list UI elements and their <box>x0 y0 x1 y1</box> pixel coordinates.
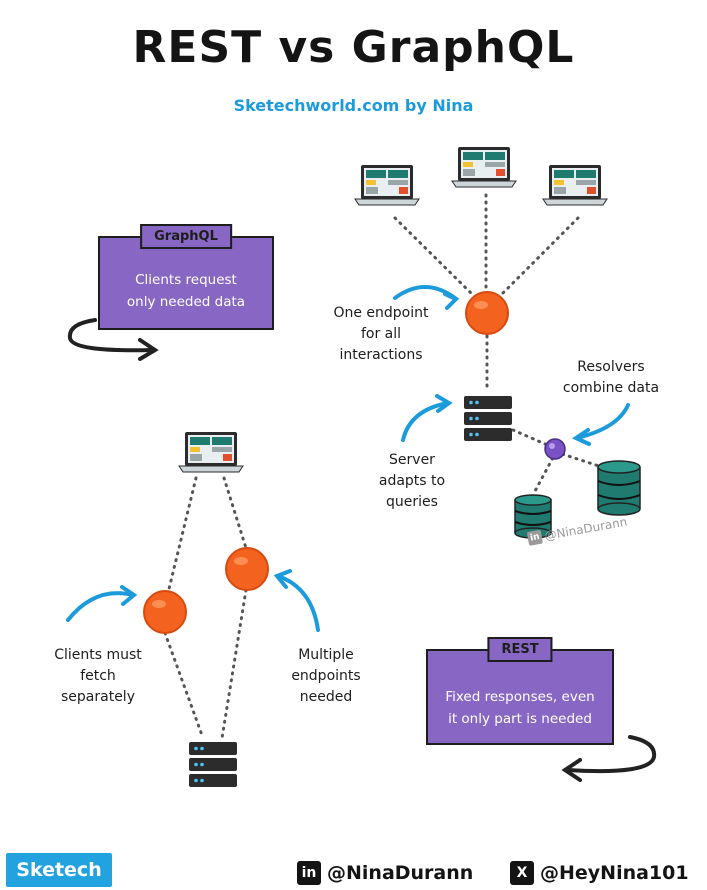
graphql-curl-arrow <box>67 318 154 353</box>
arrow-head-5 <box>273 569 292 589</box>
rest-client-laptop <box>178 431 244 473</box>
graphql-curl-arrow-head <box>138 338 159 361</box>
rest-connections <box>163 476 248 740</box>
graphql-card-text: Clients request only needed data <box>126 272 246 310</box>
rest-curl-arrow <box>566 735 657 774</box>
x-link[interactable]: X @HeyNina101 <box>510 860 689 886</box>
sketch-arrows <box>67 318 657 782</box>
database-icon-large <box>597 460 641 516</box>
graphql-client-laptop-right <box>542 164 608 206</box>
note-multiple-endpoints: Multiple endpoints needed <box>291 647 361 705</box>
graphql-client-laptop-left <box>354 164 420 206</box>
arrow-to-rest-endpoint-2 <box>276 574 320 632</box>
rest-endpoint-node-1 <box>143 590 187 634</box>
rest-card: REST Fixed responses, even it only part … <box>426 637 614 745</box>
arrow-to-graphql-server <box>401 401 450 442</box>
x-logo-icon: X <box>510 861 534 885</box>
rest-card-tag: REST <box>487 637 553 662</box>
note-server-adapts: Server adapts to queries <box>378 452 446 510</box>
linkedin-link[interactable]: in @NinaDurann <box>297 860 473 886</box>
arrow-head-2 <box>435 394 453 413</box>
linkedin-icon: in <box>297 861 321 885</box>
rest-server-icon <box>189 742 237 787</box>
resolver-node <box>544 438 566 460</box>
arrow-head-3 <box>571 428 591 446</box>
graphql-card: GraphQL Clients request only needed data <box>98 224 274 330</box>
page-title: REST vs GraphQL <box>132 22 575 73</box>
linkedin-watermark-icon: in <box>526 529 544 546</box>
rest-endpoint-node-2 <box>225 547 269 591</box>
rest-curl-arrow-head <box>561 758 582 782</box>
graphql-server-icon <box>464 396 512 441</box>
brand-badge: Sketech <box>6 853 112 887</box>
arrow-to-resolver <box>575 403 630 440</box>
graphql-endpoint-node <box>465 291 509 335</box>
arrow-head-4 <box>120 585 138 606</box>
graphql-card-tag: GraphQL <box>140 224 232 249</box>
linkedin-handle: @NinaDurann <box>327 862 474 884</box>
database-icon-small <box>514 494 552 539</box>
arrow-to-rest-endpoint-1 <box>66 591 135 622</box>
note-one-endpoint: One endpoint for all interactions <box>333 305 429 363</box>
arrow-head-1 <box>443 292 460 310</box>
note-resolvers: Resolvers combine data <box>562 359 660 396</box>
rest-card-text: Fixed responses, even it only part is ne… <box>445 689 595 727</box>
graphql-client-laptop-center <box>451 146 517 188</box>
x-handle: @HeyNina101 <box>540 862 689 884</box>
page-subtitle: Sketechworld.com by Nina <box>233 96 474 115</box>
note-clients-fetch: Clients must fetch separately <box>54 647 142 705</box>
pointer-arrows <box>66 285 630 632</box>
